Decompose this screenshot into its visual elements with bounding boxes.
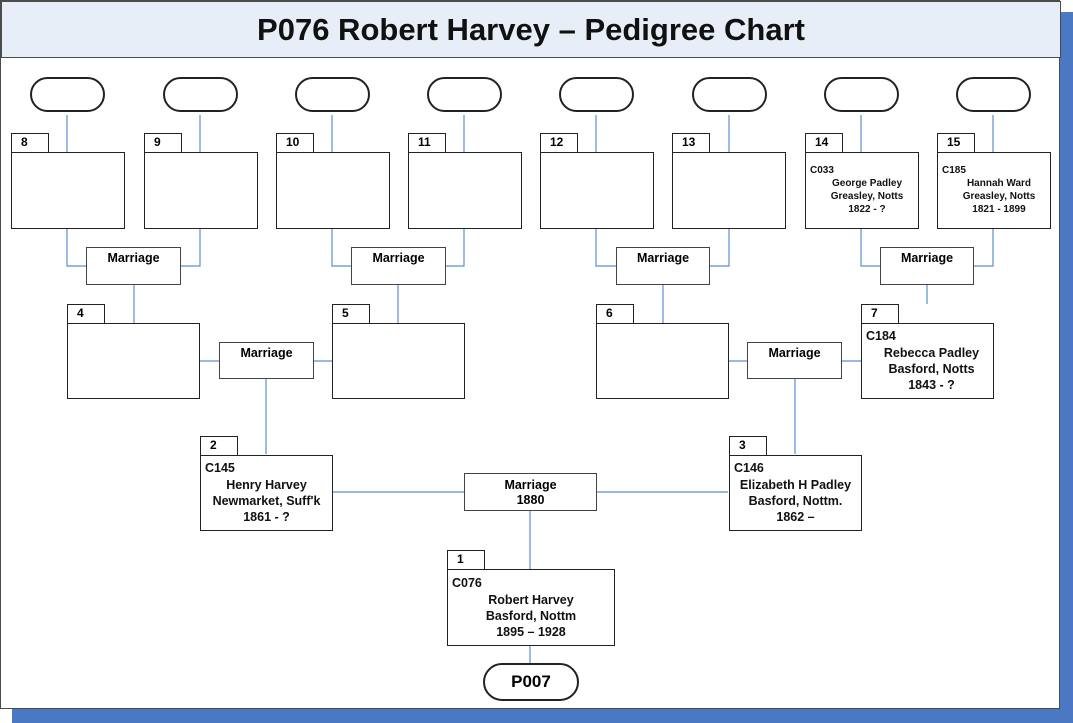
person-place-14: Greasley, Notts [830,191,904,202]
person-details-3: Elizabeth H Padley Basford, Nottm. 1862 … [730,477,861,525]
person-name-7: Rebecca Padley [883,346,980,360]
person-details-15: Hannah Ward Greasley, Notts 1821 - 1899 [948,177,1050,216]
ancestor-oval-14[interactable] [824,77,899,112]
person-name-14: George Padley [831,178,903,189]
person-number-14: 14 [805,133,843,152]
ancestor-oval-10[interactable] [295,77,370,112]
person-box-3[interactable]: C146 Elizabeth H Padley Basford, Nottm. … [729,455,862,531]
person-details-7: Rebecca Padley Basford, Notts 1843 - ? [870,345,993,393]
person-number-15: 15 [937,133,975,152]
parent-pedigree-link[interactable]: P007 [483,663,579,701]
person-name-3: Elizabeth H Padley [739,478,852,492]
person-details-2: Henry Harvey Newmarket, Suff'k 1861 - ? [201,477,332,525]
person-box-6[interactable] [596,323,729,399]
person-box-9[interactable] [144,152,258,229]
marriage-box-2-3[interactable]: Marriage 1880 [464,473,597,511]
person-details-14: George Padley Greasley, Notts 1822 - ? [816,177,918,216]
person-box-12[interactable] [540,152,654,229]
person-number-12: 12 [540,133,578,152]
person-code-3: C146 [734,461,764,475]
person-box-8[interactable] [11,152,125,229]
person-details-1: Robert Harvey Basford, Nottm 1895 – 1928 [448,592,614,640]
person-code-15: C185 [942,165,966,176]
person-box-15[interactable]: C185 Hannah Ward Greasley, Notts 1821 - … [937,152,1051,229]
marriage-label: Marriage [900,251,954,265]
marriage-year: 1880 [516,493,545,507]
person-box-13[interactable] [672,152,786,229]
marriage-label: Marriage [504,478,557,492]
person-name-15: Hannah Ward [966,178,1032,189]
ancestor-oval-15[interactable] [956,77,1031,112]
person-number-7: 7 [861,304,899,323]
marriage-label: Marriage [372,251,425,265]
person-code-14: C033 [810,165,834,176]
person-box-10[interactable] [276,152,390,229]
person-number-6: 6 [596,304,634,323]
person-name-2: Henry Harvey [226,478,307,492]
person-box-5[interactable] [332,323,465,399]
person-number-11: 11 [408,133,446,152]
person-code-7: C184 [866,329,896,343]
person-code-1: C076 [452,576,482,590]
marriage-label: Marriage [636,251,690,265]
person-box-7[interactable]: C184 Rebecca Padley Basford, Notts 1843 … [861,323,994,399]
person-box-4[interactable] [67,323,200,399]
marriage-box-10-11[interactable]: Marriage [351,247,446,285]
chart-title: P076 Robert Harvey – Pedigree Chart [1,1,1061,58]
connector-lines [66,115,994,663]
chart-sheet: P076 Robert Harvey – Pedigree Chart [0,0,1061,709]
person-dates-15: 1821 - 1899 [972,204,1026,215]
marriage-box-8-9[interactable]: Marriage [86,247,181,285]
person-number-9: 9 [144,133,182,152]
marriage-label: Marriage [768,346,821,360]
ancestor-oval-8[interactable] [30,77,105,112]
marriage-label: Marriage [240,346,293,360]
ancestor-oval-11[interactable] [427,77,502,112]
person-box-1[interactable]: C076 Robert Harvey Basford, Nottm 1895 –… [447,569,615,646]
person-number-1: 1 [447,550,485,569]
marriage-label: Marriage [107,251,160,265]
person-place-7: Basford, Notts [888,362,975,376]
person-box-11[interactable] [408,152,522,229]
person-number-2: 2 [200,436,238,455]
person-number-8: 8 [11,133,49,152]
person-place-3: Basford, Nottm. [748,494,843,508]
ancestor-oval-13[interactable] [692,77,767,112]
person-dates-14: 1822 - ? [848,204,886,215]
person-box-2[interactable]: C145 Henry Harvey Newmarket, Suff'k 1861… [200,455,333,531]
person-dates-3: 1862 – [776,510,815,524]
person-place-2: Newmarket, Suff'k [212,494,321,508]
person-number-5: 5 [332,304,370,323]
person-dates-7: 1843 - ? [908,378,955,392]
marriage-box-12-13[interactable]: Marriage [616,247,710,285]
person-dates-2: 1861 - ? [243,510,290,524]
person-place-15: Greasley, Notts [962,191,1036,202]
marriage-box-4-5[interactable]: Marriage [219,342,314,379]
person-number-13: 13 [672,133,710,152]
person-place-1: Basford, Nottm [485,609,577,623]
marriage-box-14-15[interactable]: Marriage [880,247,974,285]
person-number-3: 3 [729,436,767,455]
ancestor-oval-9[interactable] [163,77,238,112]
person-number-10: 10 [276,133,314,152]
person-name-1: Robert Harvey [488,593,574,607]
person-dates-1: 1895 – 1928 [496,625,566,639]
ancestor-oval-12[interactable] [559,77,634,112]
marriage-box-6-7[interactable]: Marriage [747,342,842,379]
person-code-2: C145 [205,461,235,475]
person-box-14[interactable]: C033 George Padley Greasley, Notts 1822 … [805,152,919,229]
person-number-4: 4 [67,304,105,323]
